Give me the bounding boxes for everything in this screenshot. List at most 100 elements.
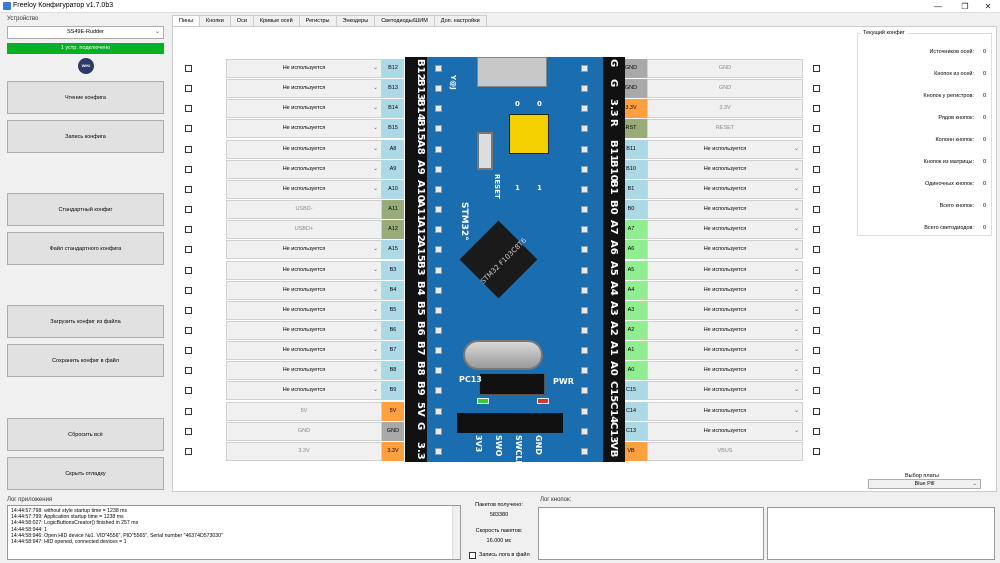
pin-function-select[interactable]: Не используется⌄	[226, 281, 382, 300]
log-scrollbar[interactable]	[452, 506, 460, 559]
pin-checkbox[interactable]	[185, 65, 192, 72]
wiki-icon[interactable]: WiKi	[78, 58, 94, 74]
pin-checkbox[interactable]	[185, 166, 192, 173]
pin-checkbox[interactable]	[813, 125, 820, 132]
pin-function-select[interactable]: Не используется⌄	[647, 220, 803, 239]
pin-checkbox[interactable]	[185, 387, 192, 394]
pin-function-select[interactable]: Не используется⌄	[226, 381, 382, 400]
pin-function-select[interactable]: Не используется⌄	[226, 240, 382, 259]
pin-checkbox[interactable]	[813, 206, 820, 213]
pin-checkbox[interactable]	[185, 206, 192, 213]
pin-checkbox[interactable]	[813, 408, 820, 415]
pin-function-select[interactable]: Не используется⌄	[226, 160, 382, 179]
tab-3[interactable]: Кривые осей	[252, 15, 300, 26]
pin-checkbox[interactable]	[813, 186, 820, 193]
pin-checkbox[interactable]	[185, 105, 192, 112]
pin-checkbox[interactable]	[813, 428, 820, 435]
pin-checkbox[interactable]	[185, 367, 192, 374]
pin-checkbox[interactable]	[185, 287, 192, 294]
pin-function-select[interactable]: Не используется⌄	[226, 361, 382, 380]
pin-function-select[interactable]: Не используется⌄	[226, 140, 382, 159]
pin-checkbox[interactable]	[185, 146, 192, 153]
pin-checkbox[interactable]	[813, 347, 820, 354]
pin-function-select[interactable]: Не используется⌄	[647, 261, 803, 280]
pin-checkbox[interactable]	[185, 125, 192, 132]
minimize-button[interactable]: —	[934, 2, 942, 11]
pin-checkbox[interactable]	[813, 85, 820, 92]
pin-function-select[interactable]: Не используется⌄	[226, 261, 382, 280]
pin-function-select[interactable]: Не используется⌄	[226, 341, 382, 360]
left-button-0[interactable]: Чтение конфига	[7, 81, 164, 114]
pin-function-select[interactable]: Не используется⌄	[647, 200, 803, 219]
left-button-4[interactable]: Загрузить конфиг из файла	[7, 305, 164, 338]
pin-checkbox[interactable]	[813, 246, 820, 253]
pin-checkbox[interactable]	[185, 85, 192, 92]
close-button[interactable]: ✕	[984, 2, 992, 11]
left-button-5[interactable]: Сохранить конфиг в файл	[7, 344, 164, 377]
pin-function-select[interactable]: Не используется⌄	[647, 361, 803, 380]
pin-function-select[interactable]: Не используется⌄	[647, 381, 803, 400]
pin-function-select[interactable]: Не используется⌄	[647, 301, 803, 320]
pin-checkbox[interactable]	[813, 105, 820, 112]
pin-function-select[interactable]: Не используется⌄	[226, 59, 382, 78]
pin-checkbox[interactable]	[185, 267, 192, 274]
pin-checkbox[interactable]	[813, 367, 820, 374]
pin-function-select[interactable]: Не используется⌄	[647, 341, 803, 360]
pin-checkbox[interactable]	[185, 408, 192, 415]
pin-checkbox[interactable]	[813, 387, 820, 394]
pin-function-select[interactable]: Не используется⌄	[226, 119, 382, 138]
tab-4[interactable]: Регистры	[298, 15, 337, 26]
pin-checkbox[interactable]	[813, 287, 820, 294]
tab-5[interactable]: Энкодеры	[335, 15, 376, 26]
left-button-7[interactable]: Скрыть отладку	[7, 457, 164, 490]
pin-code: B14	[382, 99, 404, 118]
board-select[interactable]: Blue Pill ⌄	[868, 479, 981, 489]
pin-function-select[interactable]: Не используется⌄	[226, 321, 382, 340]
header-pin	[581, 428, 588, 435]
tab-1[interactable]: Кнопки	[199, 15, 231, 26]
pin-checkbox[interactable]	[813, 267, 820, 274]
pin-checkbox[interactable]	[813, 327, 820, 334]
pin-checkbox[interactable]	[185, 428, 192, 435]
device-select[interactable]: SS49E-Rudder ⌄	[7, 26, 164, 39]
pin-function-select[interactable]: Не используется⌄	[647, 140, 803, 159]
pin-checkbox[interactable]	[185, 226, 192, 233]
left-button-6[interactable]: Сбросить всё	[7, 418, 164, 451]
tab-6[interactable]: Светодиоды/ШИМ	[374, 15, 435, 26]
pin-function-select[interactable]: Не используется⌄	[647, 180, 803, 199]
pin-checkbox[interactable]	[185, 246, 192, 253]
pin-function-select[interactable]: Не используется⌄	[647, 402, 803, 421]
pin-checkbox[interactable]	[813, 307, 820, 314]
button-log[interactable]	[538, 507, 764, 560]
pin-function-select[interactable]: Не используется⌄	[226, 180, 382, 199]
button-log-secondary[interactable]	[767, 507, 995, 560]
maximize-button[interactable]: ❐	[961, 2, 969, 11]
pin-function-select[interactable]: Не используется⌄	[226, 79, 382, 98]
left-button-3[interactable]: Файл стандартного конфига	[7, 232, 164, 265]
pin-function-select[interactable]: Не используется⌄	[647, 422, 803, 441]
pin-checkbox[interactable]	[185, 327, 192, 334]
pin-function-select[interactable]: Не используется⌄	[647, 281, 803, 300]
pin-checkbox[interactable]	[813, 65, 820, 72]
pin-function-select[interactable]: Не используется⌄	[647, 321, 803, 340]
pin-checkbox[interactable]	[813, 226, 820, 233]
app-log[interactable]: 14:44:57:798: without style startup time…	[7, 505, 461, 560]
pin-function-select[interactable]: Не используется⌄	[647, 160, 803, 179]
left-silk-label: B3	[415, 261, 426, 276]
left-button-1[interactable]: Запись конфига	[7, 120, 164, 153]
left-silk-label: B6	[415, 321, 426, 336]
pin-checkbox[interactable]	[813, 448, 820, 455]
left-button-2[interactable]: Стандартный конфиг	[7, 193, 164, 226]
pin-checkbox[interactable]	[185, 347, 192, 354]
pin-checkbox[interactable]	[185, 307, 192, 314]
pin-checkbox[interactable]	[813, 166, 820, 173]
pin-function-select[interactable]: Не используется⌄	[647, 240, 803, 259]
save-log-checkbox[interactable]	[469, 552, 476, 559]
pin-function-select[interactable]: Не используется⌄	[226, 301, 382, 320]
pin-checkbox[interactable]	[185, 448, 192, 455]
pin-checkbox[interactable]	[185, 186, 192, 193]
tab-7[interactable]: Доп. настройки	[433, 15, 487, 26]
pin-checkbox[interactable]	[813, 146, 820, 153]
tab-2[interactable]: Оси	[229, 15, 254, 26]
pin-function-select[interactable]: Не используется⌄	[226, 99, 382, 118]
